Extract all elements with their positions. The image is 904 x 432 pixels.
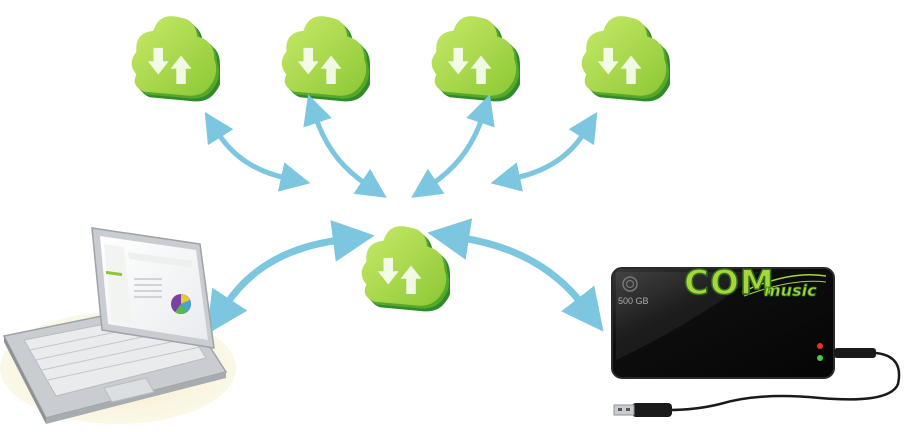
laptop-icon — [0, 227, 236, 424]
drive-logo-main: COM — [683, 263, 775, 303]
cloud-2 — [281, 16, 370, 102]
usb-cable-icon — [613, 348, 901, 417]
cloud-1 — [131, 16, 220, 102]
double-arrow-icon — [204, 94, 604, 335]
drive-logo-sub: music — [764, 281, 817, 300]
central-cloud — [361, 226, 450, 312]
drive-capacity-label: 500 GB — [618, 296, 649, 306]
cloud-3 — [431, 16, 520, 102]
cloud-4 — [581, 16, 670, 102]
hard-drive-icon — [611, 267, 835, 379]
